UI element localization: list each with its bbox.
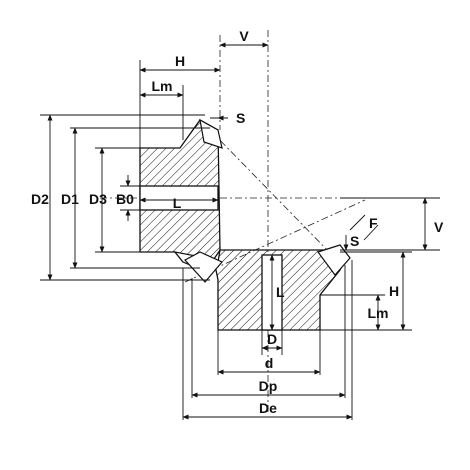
dimension-labels: V H Lm S D2 D1 D3 B0 L F V S L H Lm D d … — [31, 28, 444, 416]
label-d-bore: D — [267, 331, 277, 347]
pitch-cone-line-a — [209, 129, 336, 259]
label-d1: D1 — [61, 191, 79, 207]
label-d-hub: d — [265, 355, 274, 371]
label-s-right: S — [350, 233, 359, 249]
label-l-bottom: L — [276, 284, 285, 300]
label-dp: Dp — [259, 378, 278, 394]
dimension-lines — [40, 42, 440, 420]
label-s-top: S — [236, 110, 245, 126]
label-lm-right: Lm — [368, 305, 389, 321]
label-b0: B0 — [116, 191, 134, 207]
label-v-right: V — [434, 219, 444, 235]
pinion-gear — [139, 118, 223, 272]
label-d3: D3 — [89, 191, 107, 207]
label-h-right: H — [389, 283, 399, 299]
label-d2: D2 — [31, 191, 49, 207]
label-lm-top: Lm — [152, 78, 173, 94]
label-v-top: V — [239, 28, 249, 44]
label-h-top: H — [175, 53, 185, 69]
ring-gear — [184, 244, 351, 331]
label-f: F — [369, 215, 378, 231]
label-de: De — [259, 400, 277, 416]
label-l-left: L — [173, 195, 182, 211]
